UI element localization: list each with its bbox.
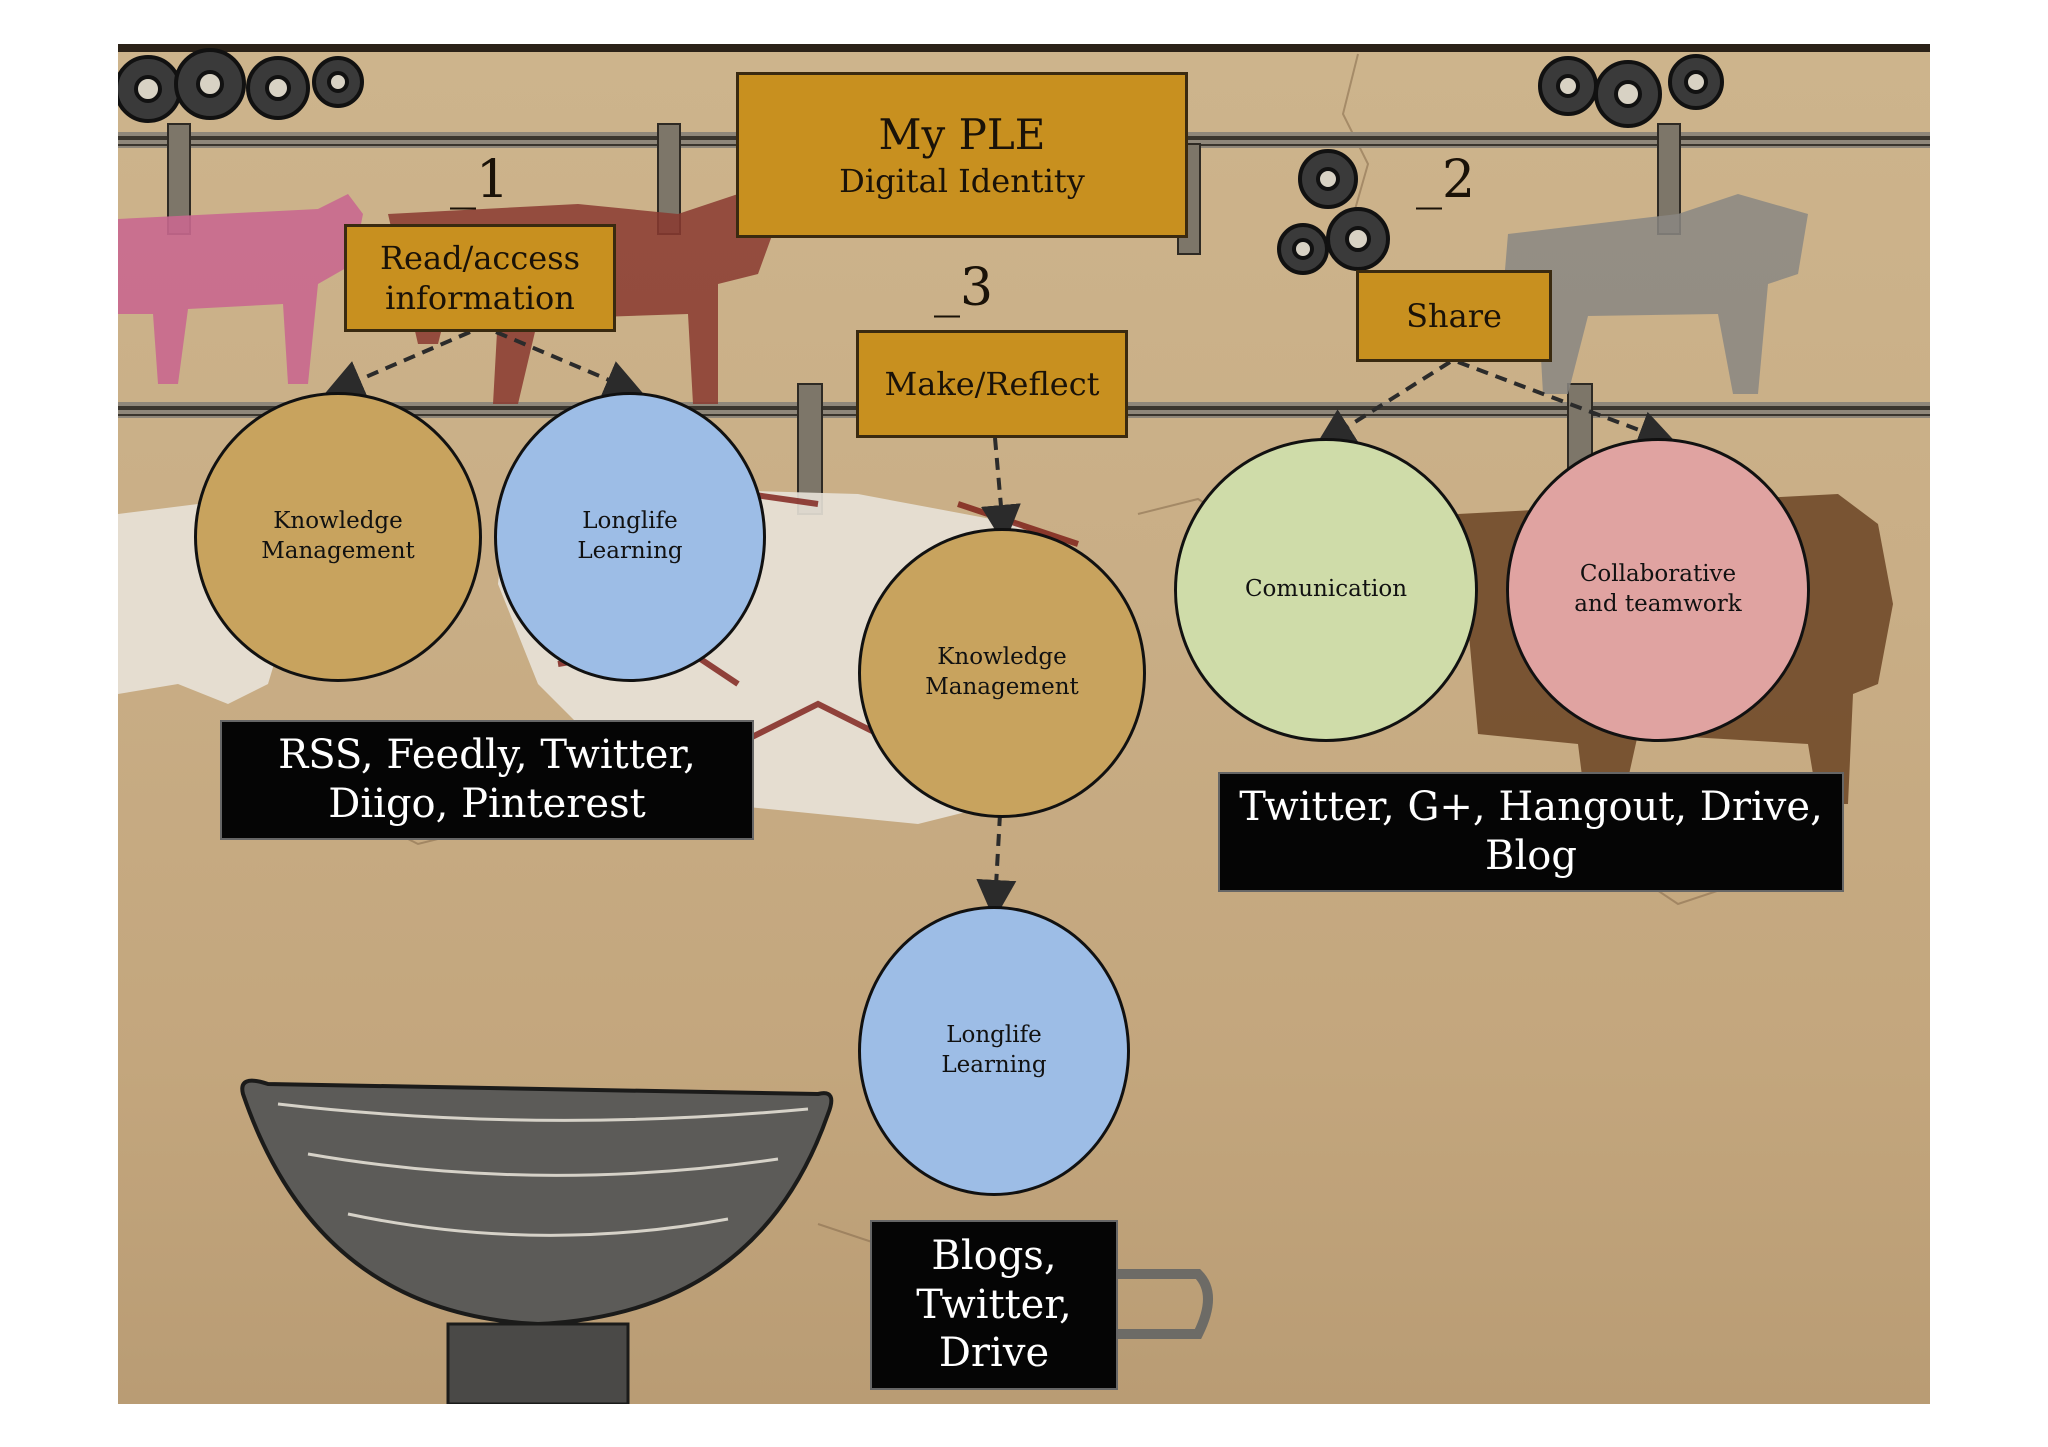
share-collaborative-circle: Collaborative and teamwork bbox=[1506, 438, 1810, 742]
arrow-share-to-communication bbox=[1314, 360, 1452, 448]
arrow-knowledge-to-learning bbox=[976, 813, 1017, 920]
step-number-2: _2 bbox=[1416, 150, 1476, 210]
read-tools-box: RSS, Feedly, Twitter, Diigo, Pinterest bbox=[220, 720, 754, 840]
arrow-share-to-collaborative bbox=[1457, 360, 1678, 450]
arrow-make-to-knowledge bbox=[980, 437, 1021, 545]
share-tools-box: Twitter, G+, Hangout, Drive, Blog bbox=[1218, 772, 1844, 892]
make-longlife-learning-circle: Longlife Learning bbox=[858, 906, 1130, 1196]
pink-cow bbox=[118, 194, 363, 384]
cup-handle bbox=[1118, 1269, 1213, 1339]
share-box: Share bbox=[1356, 270, 1552, 362]
make-reflect-box: Make/Reflect bbox=[856, 330, 1128, 438]
arrow-read-to-knowledge bbox=[323, 330, 471, 398]
read-knowledge-management-circle: Knowledge Management bbox=[194, 392, 482, 682]
step-number-3: _3 bbox=[934, 258, 994, 318]
title-main: My PLE bbox=[878, 109, 1046, 159]
share-communication-circle: Comunication bbox=[1174, 438, 1478, 742]
make-knowledge-management-circle: Knowledge Management bbox=[858, 528, 1146, 818]
read-access-box: Read/access information bbox=[344, 224, 616, 332]
engraved-bowl bbox=[240, 1078, 834, 1404]
step-number-1: _1 bbox=[450, 150, 510, 210]
grey-cow bbox=[1503, 194, 1808, 394]
connector-arrows bbox=[323, 330, 1678, 920]
slide-canvas: My PLE Digital Identity _1 _2 _3 Read/ac… bbox=[118, 44, 1930, 1404]
title-box: My PLE Digital Identity bbox=[736, 72, 1188, 238]
gear-wheels bbox=[118, 48, 1724, 275]
read-longlife-learning-circle: Longlife Learning bbox=[494, 392, 766, 682]
top-edge bbox=[118, 44, 1930, 52]
arrow-read-to-learning bbox=[495, 330, 645, 399]
title-sub: Digital Identity bbox=[839, 162, 1085, 201]
make-tools-box: Blogs, Twitter, Drive bbox=[870, 1220, 1118, 1390]
